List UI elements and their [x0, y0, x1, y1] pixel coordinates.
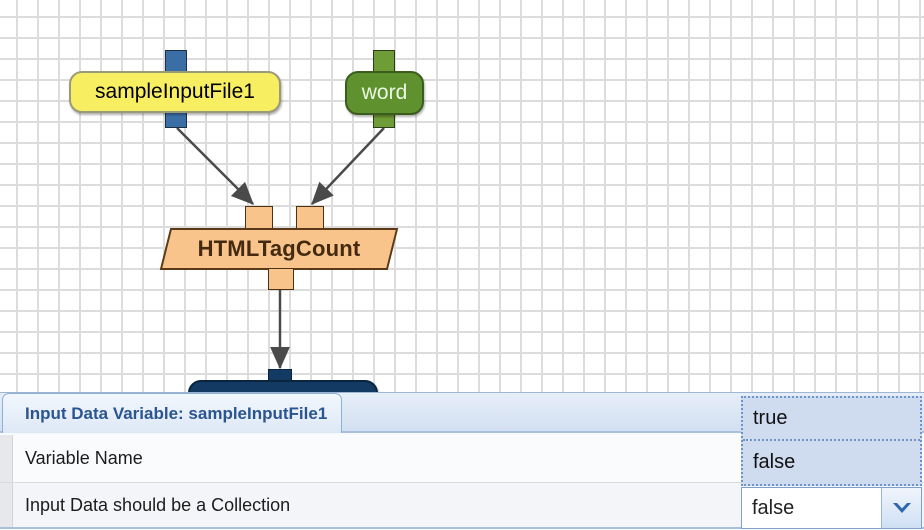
collection-dropdown-options[interactable]: true false — [741, 396, 922, 486]
row-gutter — [0, 435, 13, 482]
node-label-word: word — [361, 81, 408, 104]
node-label-HTMLTagCount: HTMLTagCount — [197, 236, 361, 261]
property-panel-title: Input Data Variable: sampleInputFile1 — [25, 403, 328, 423]
property-label-input-data-collection: Input Data should be a Collection — [25, 494, 291, 515]
node-label-sampleInputFile1: sampleInputFile1 — [95, 80, 255, 103]
node-body-sampleInputFile1[interactable]: sampleInputFile1 — [69, 71, 281, 113]
dropdown-option-false[interactable]: false — [743, 441, 920, 484]
collection-select-value[interactable]: false — [742, 488, 881, 528]
property-panel-tab[interactable]: Input Data Variable: sampleInputFile1 — [2, 393, 343, 433]
chevron-down-icon[interactable] — [881, 488, 921, 528]
node-input-port-2-HTMLTagCount[interactable] — [296, 206, 324, 230]
edge-word-to-HTMLTagCount[interactable] — [311, 127, 385, 205]
collection-select[interactable]: false — [741, 487, 922, 529]
dropdown-option-true[interactable]: true — [743, 398, 920, 441]
property-label-variable-name: Variable Name — [25, 448, 143, 468]
row-gutter — [0, 483, 13, 527]
edge-sampleInputFile1-to-HTMLTagCount[interactable] — [176, 127, 254, 205]
node-input-port-1-HTMLTagCount[interactable] — [245, 206, 273, 230]
node-body-word[interactable]: word — [345, 71, 424, 115]
node-output-port-HTMLTagCount[interactable] — [268, 268, 294, 290]
node-body-HTMLTagCount[interactable]: HTMLTagCount — [159, 228, 399, 270]
